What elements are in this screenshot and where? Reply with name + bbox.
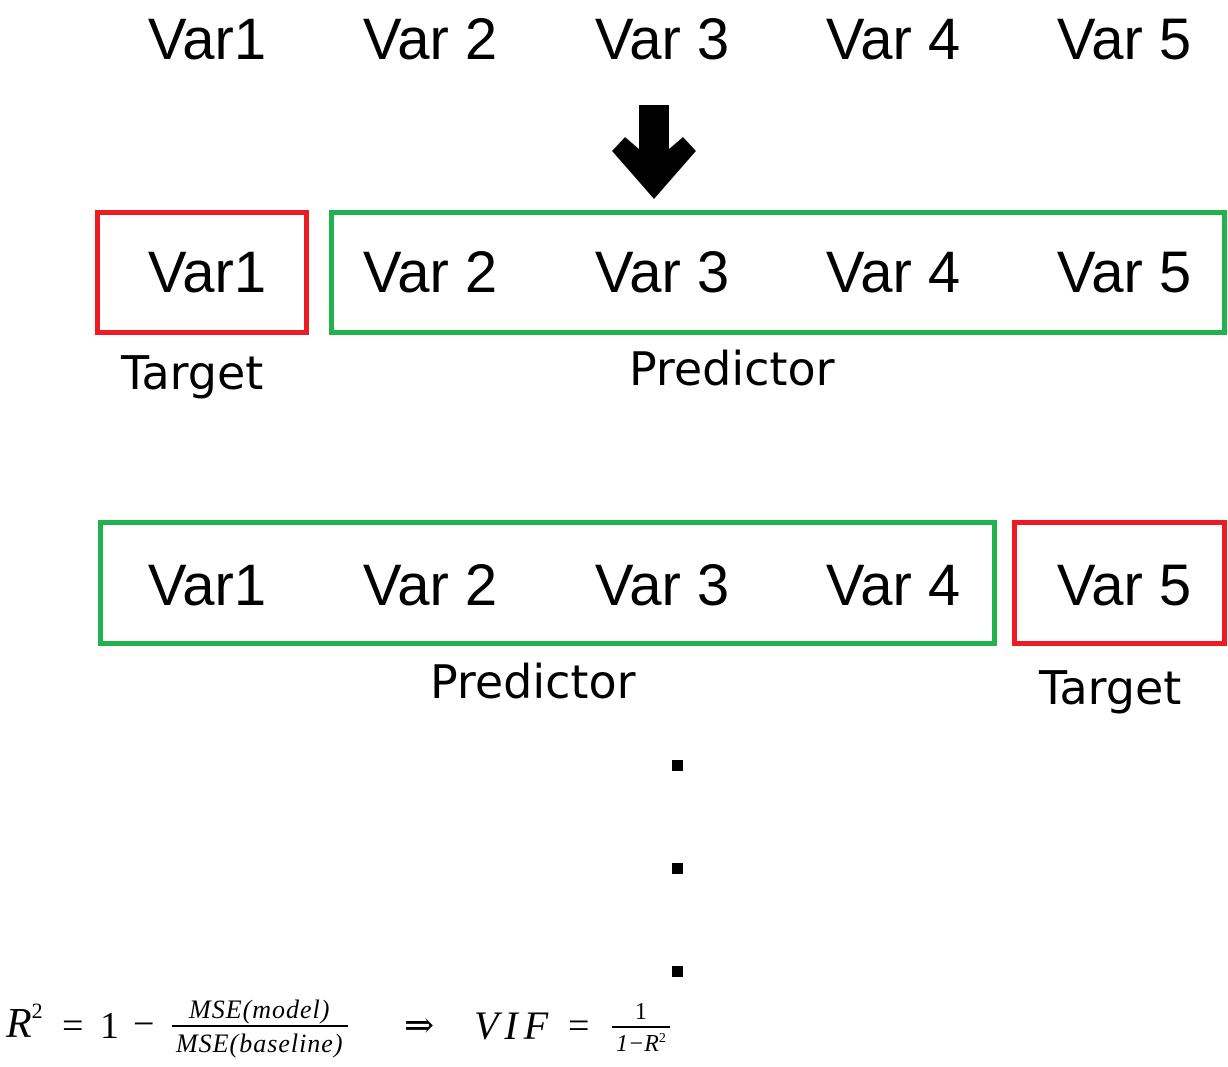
example1-target-var-1: Var1 bbox=[147, 240, 267, 305]
implies-arrow: ⇒ bbox=[404, 1005, 435, 1045]
fraction-numerator: 1 bbox=[634, 999, 647, 1025]
example1-predictor-var-4: Var 5 bbox=[1056, 240, 1192, 305]
predictor-box bbox=[329, 210, 1227, 335]
denominator-exponent: 2 bbox=[658, 1031, 666, 1046]
target-label: Target bbox=[1039, 661, 1182, 715]
example2-predictor-var-2: Var 2 bbox=[362, 553, 498, 618]
top-var-1: Var1 bbox=[147, 7, 267, 72]
vif-symbol: VIF bbox=[474, 1003, 555, 1048]
ellipsis-dot bbox=[672, 863, 683, 874]
example2-predictor-var-3: Var 3 bbox=[594, 553, 730, 618]
top-var-5: Var 5 bbox=[1056, 7, 1192, 72]
fraction-numerator: MSE(model) bbox=[189, 995, 331, 1024]
fraction-denominator: 1−R2 bbox=[612, 1028, 670, 1057]
predictor-label: Predictor bbox=[430, 655, 636, 709]
target-box bbox=[95, 210, 309, 335]
example1-predictor-var-1: Var 2 bbox=[362, 240, 498, 305]
r-squared-exponent: 2 bbox=[31, 998, 43, 1023]
top-var-4: Var 4 bbox=[825, 7, 961, 72]
fraction-denominator: MSE(baseline) bbox=[176, 1029, 344, 1058]
denominator-text: 1−R bbox=[616, 1031, 659, 1057]
down-arrow-icon bbox=[612, 105, 696, 199]
r-letter: R bbox=[6, 1001, 32, 1047]
top-var-3: Var 3 bbox=[594, 7, 730, 72]
predictor-label: Predictor bbox=[629, 342, 835, 396]
one-constant: 1 bbox=[100, 1005, 119, 1047]
mse-ratio-fraction: MSE(model) MSE(baseline) bbox=[172, 997, 348, 1057]
minus-sign: − bbox=[133, 1003, 155, 1045]
example2-predictor-var-4: Var 4 bbox=[825, 553, 961, 618]
r-squared-symbol: R2 bbox=[6, 998, 43, 1048]
fraction-bar bbox=[612, 1026, 670, 1028]
ellipsis-dot bbox=[672, 966, 683, 977]
example1-predictor-var-3: Var 4 bbox=[825, 240, 961, 305]
example1-predictor-var-2: Var 3 bbox=[594, 240, 730, 305]
vif-fraction: 1 1−R2 bbox=[612, 1000, 670, 1056]
equals-sign: = bbox=[62, 1005, 84, 1047]
equals-sign: = bbox=[568, 1005, 590, 1047]
ellipsis-dot bbox=[672, 760, 683, 771]
fraction-bar bbox=[172, 1025, 348, 1027]
predictor-box bbox=[98, 520, 997, 646]
top-var-2: Var 2 bbox=[362, 7, 498, 72]
target-label: Target bbox=[121, 346, 264, 400]
example2-target-var-1: Var 5 bbox=[1056, 553, 1192, 618]
target-box bbox=[1012, 520, 1227, 646]
example2-predictor-var-1: Var1 bbox=[147, 553, 267, 618]
